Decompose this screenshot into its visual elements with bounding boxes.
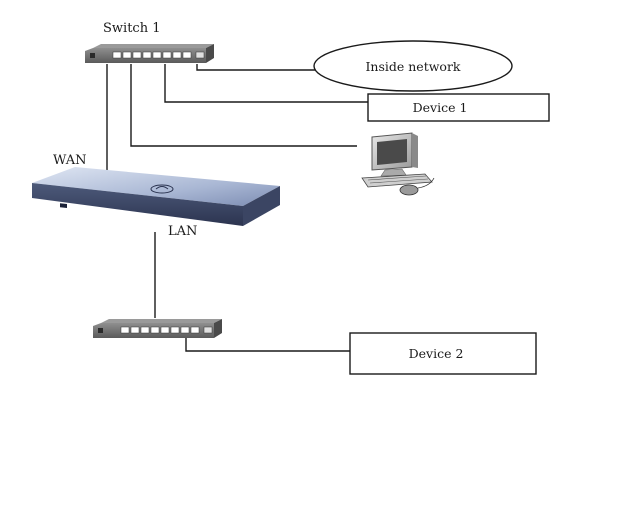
device-1-box bbox=[367, 93, 550, 122]
device2-link bbox=[185, 336, 350, 352]
inside-network-ellipse bbox=[313, 40, 513, 92]
switch-1-label: Switch 1 bbox=[103, 21, 160, 36]
router-icon bbox=[32, 167, 280, 226]
device1-link bbox=[164, 64, 368, 103]
connection-lines bbox=[106, 64, 368, 352]
pc-link bbox=[130, 64, 357, 147]
inside-network-label: Inside network bbox=[365, 59, 460, 74]
inside-network-link bbox=[196, 64, 315, 71]
switch-2-icon bbox=[93, 319, 222, 338]
wan-label: WAN bbox=[53, 153, 86, 168]
device-1-label: Device 1 bbox=[413, 100, 468, 115]
computer-icon bbox=[361, 132, 435, 196]
lan-label: LAN bbox=[168, 224, 197, 239]
device-2-box bbox=[349, 332, 537, 375]
device-2-label: Device 2 bbox=[409, 346, 464, 361]
switch-1-icon bbox=[85, 44, 214, 63]
